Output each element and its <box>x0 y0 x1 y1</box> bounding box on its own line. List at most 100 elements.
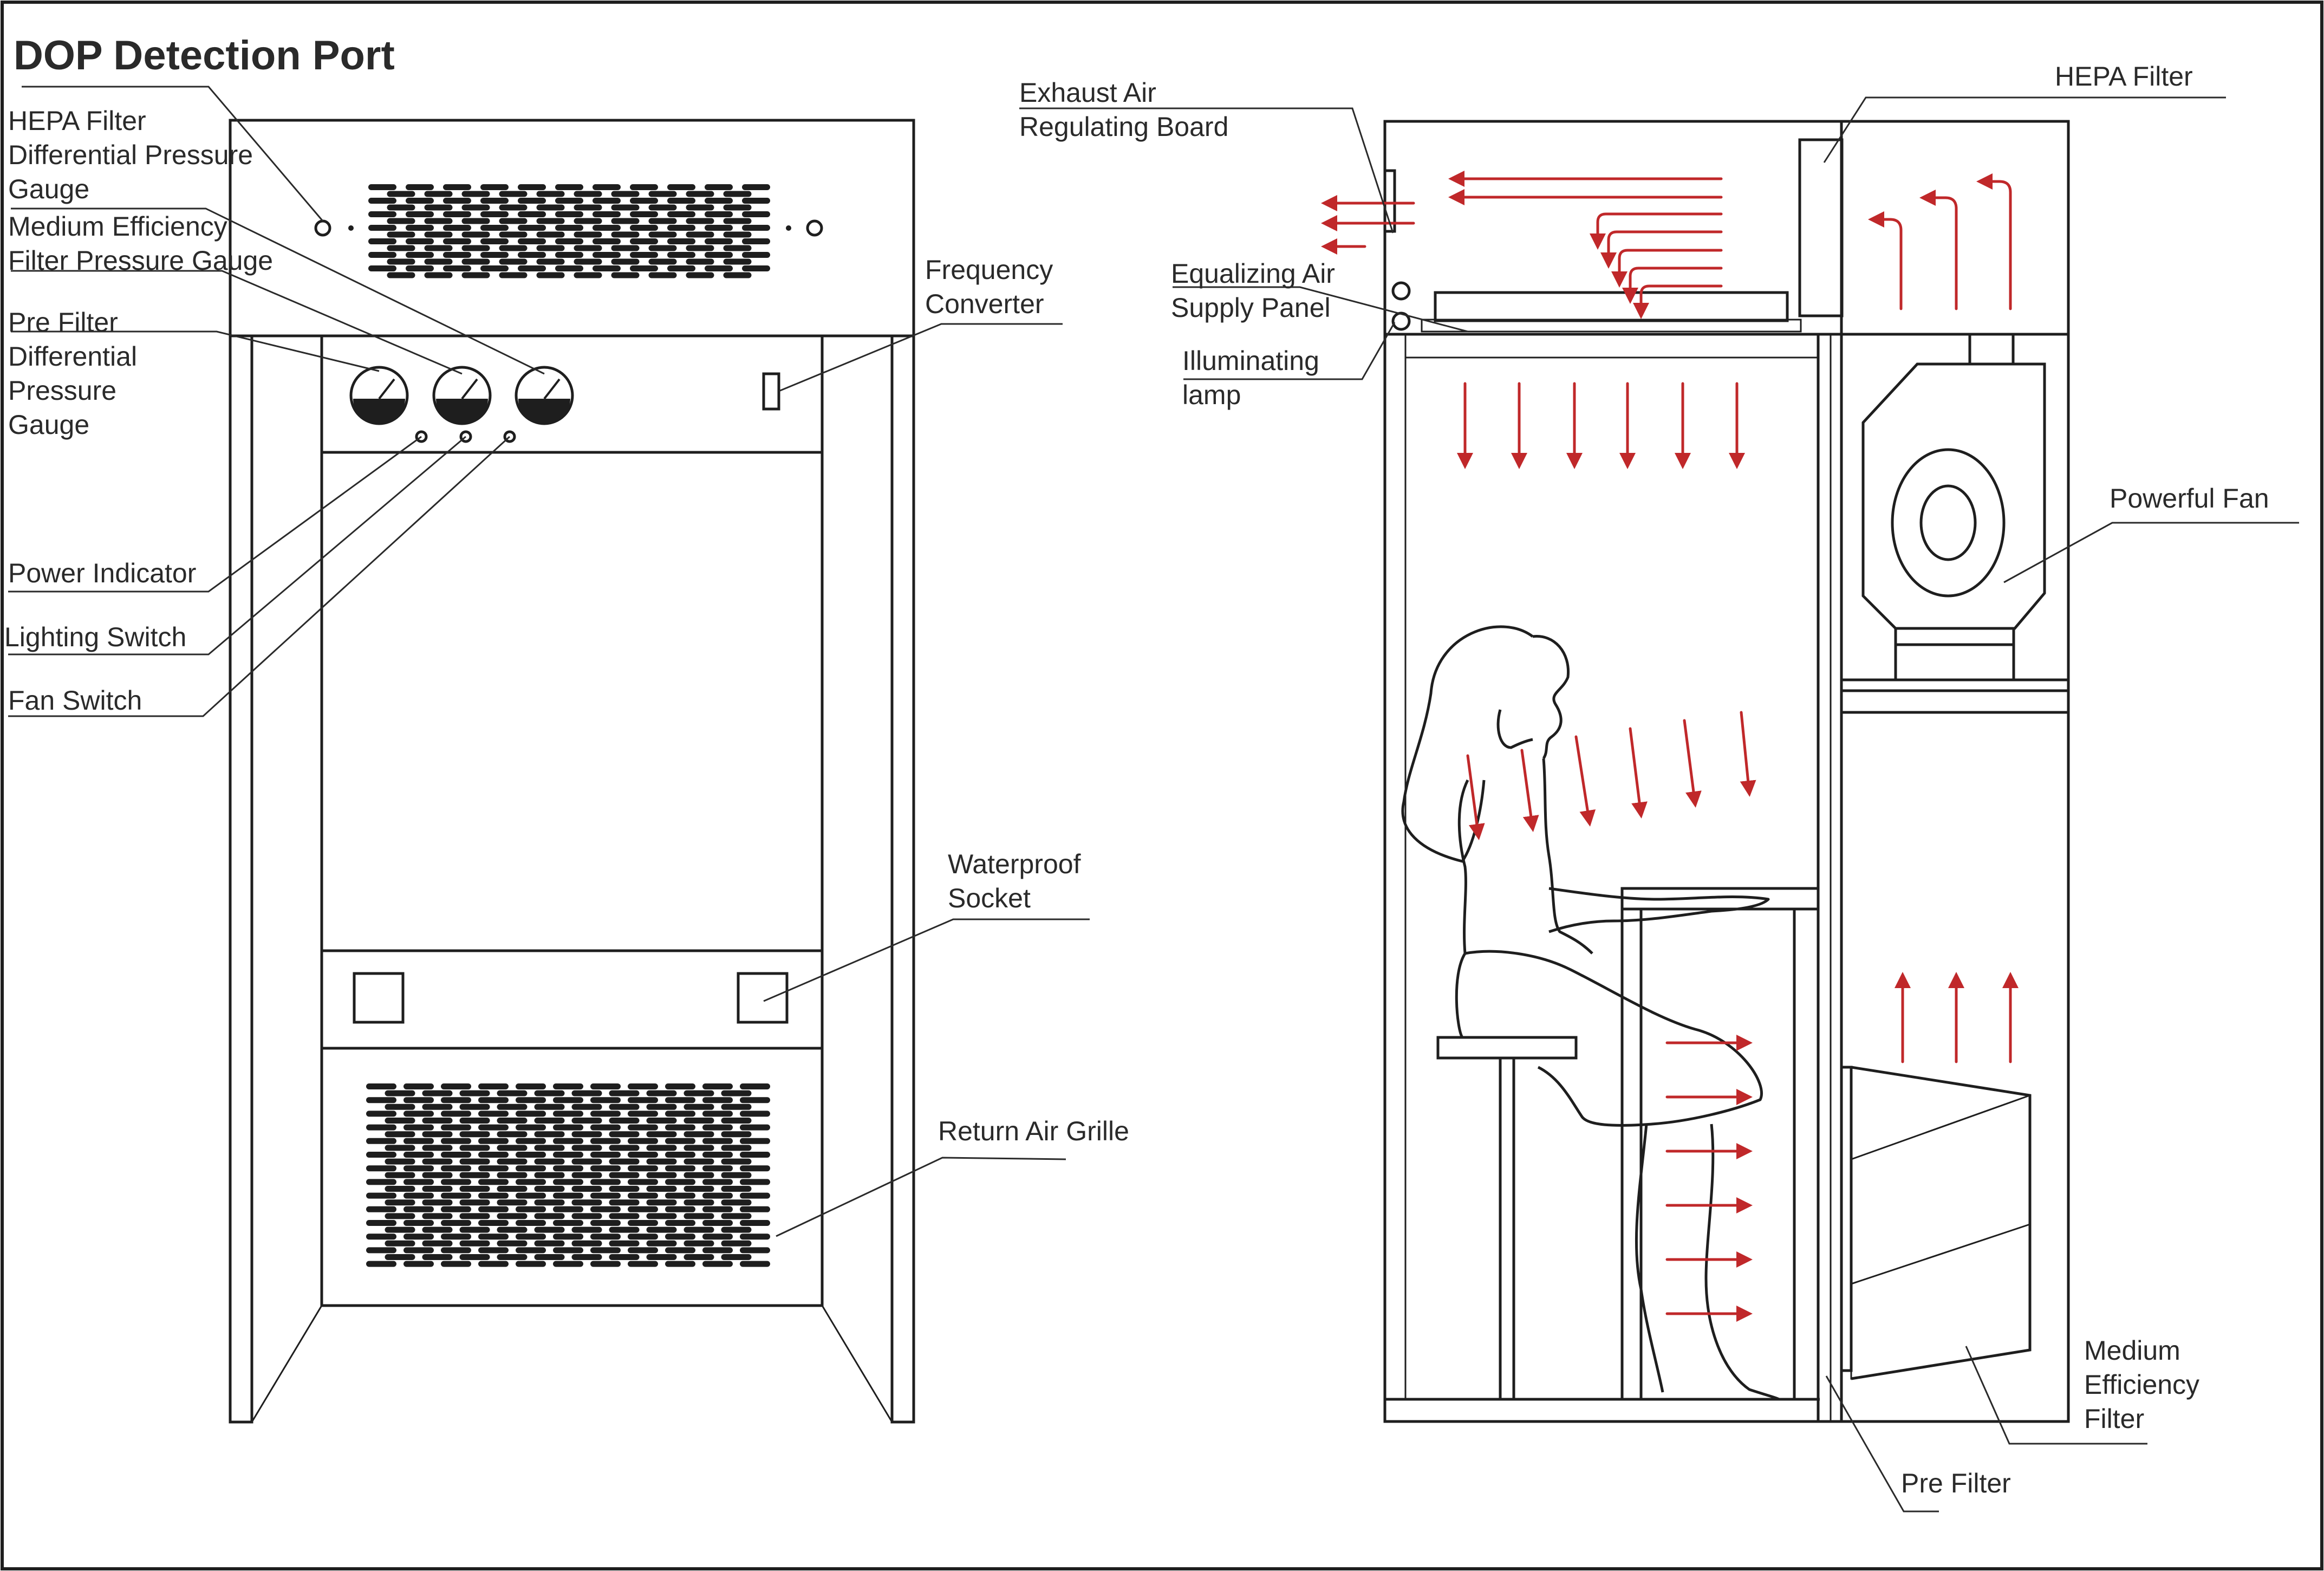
grille-slot <box>385 1131 415 1138</box>
grille-slot <box>683 1131 714 1138</box>
vent-slot <box>742 265 770 271</box>
grille-slot <box>646 1254 677 1260</box>
waterproof-socket[interactable] <box>737 972 789 1024</box>
socket-left[interactable] <box>353 972 405 1024</box>
vent-slot <box>574 231 602 238</box>
vent-slot <box>518 198 546 204</box>
grille-slot <box>665 1111 695 1117</box>
vent-slot <box>387 204 415 211</box>
grille-slot <box>553 1111 583 1117</box>
grille-slot <box>571 1172 602 1178</box>
grille-slot <box>571 1213 602 1219</box>
grille-slot <box>665 1220 695 1226</box>
grille-slot <box>459 1186 490 1192</box>
grille-slot <box>628 1206 658 1212</box>
grille-slot <box>646 1226 677 1233</box>
label-medium-filter: Medium Efficiency Filter <box>2084 1335 2207 1434</box>
vent-slot <box>611 258 640 265</box>
grille-slot <box>497 1172 528 1178</box>
grille-slot <box>403 1111 434 1117</box>
grille-slot <box>459 1090 490 1096</box>
grille-slot <box>628 1165 658 1172</box>
grille-slot <box>516 1083 546 1089</box>
grille-slot <box>590 1111 621 1117</box>
grille-slot <box>478 1138 509 1144</box>
grille-slot <box>478 1124 509 1131</box>
vent-slot <box>443 252 471 258</box>
vent-slot <box>499 258 528 265</box>
fan-switch[interactable] <box>503 430 516 443</box>
illuminating-lamp <box>1391 281 1411 301</box>
grille-slot <box>702 1124 733 1131</box>
grille-slot <box>721 1145 752 1151</box>
vent-slot <box>723 258 752 265</box>
grille-slot <box>721 1226 752 1233</box>
lighting-switch[interactable] <box>459 430 472 443</box>
vent-slot <box>686 204 714 211</box>
grille-slot <box>628 1261 658 1267</box>
grille-slot <box>534 1226 565 1233</box>
vent-slot <box>611 231 640 238</box>
grille-slot <box>516 1138 546 1144</box>
grille-slot <box>366 1179 396 1185</box>
right-post <box>890 336 915 1424</box>
vent-slot <box>406 225 434 231</box>
grille-slot <box>516 1192 546 1199</box>
vent-slot <box>742 211 770 217</box>
grille-slot <box>366 1206 396 1212</box>
vent-slot <box>424 245 453 251</box>
vent-slot <box>742 184 770 190</box>
grille-slot <box>422 1145 453 1151</box>
grille-slot <box>609 1158 640 1165</box>
airflow-arrow <box>1629 727 1648 819</box>
grille-slot <box>609 1240 640 1247</box>
grille-slot <box>571 1240 602 1247</box>
return-air-grille <box>366 1083 770 1267</box>
grille-slot <box>497 1158 528 1165</box>
grille-slot <box>422 1213 453 1219</box>
grille-slot <box>740 1234 770 1240</box>
grille-slot <box>497 1254 528 1260</box>
airflow-arrow <box>1466 754 1485 840</box>
grille-slot <box>721 1186 752 1192</box>
grille-slot <box>665 1206 695 1212</box>
grille-slot <box>609 1186 640 1192</box>
vent-slot <box>648 272 677 278</box>
vent-slot <box>443 184 471 190</box>
grille-slot <box>441 1179 471 1185</box>
vent-slot <box>424 218 453 224</box>
grille-slot <box>478 1165 509 1172</box>
frequency-converter-knob[interactable] <box>762 372 780 411</box>
dop-port-right <box>806 219 823 237</box>
vent-slot <box>667 225 695 231</box>
grille-slot <box>516 1234 546 1240</box>
grille-slot <box>422 1118 453 1124</box>
grille-slot <box>385 1158 415 1165</box>
grille-slot <box>403 1165 434 1172</box>
label-pre-gauge: Pre Filter Differential Pressure Gauge <box>8 307 145 440</box>
grille-slot <box>403 1097 434 1103</box>
vent-slot <box>368 184 396 190</box>
grille-slot <box>366 1124 396 1131</box>
label-pre-filter: Pre Filter <box>1901 1468 2011 1498</box>
grille-slot <box>628 1220 658 1226</box>
grille-slot <box>534 1103 565 1110</box>
grille-slot <box>478 1206 509 1212</box>
vent-slot <box>686 191 714 197</box>
grille-slot <box>516 1206 546 1212</box>
vent-slot <box>499 191 528 197</box>
grille-slot <box>459 1158 490 1165</box>
grille-slot <box>534 1145 565 1151</box>
grille-slot <box>628 1097 658 1103</box>
grille-slot <box>441 1192 471 1199</box>
vent-slot <box>555 211 583 217</box>
grille-slot <box>534 1158 565 1165</box>
grille-slot <box>385 1172 415 1178</box>
grille-slot <box>497 1131 528 1138</box>
title-dop-port: DOP Detection Port <box>14 33 395 79</box>
grille-slot <box>403 1138 434 1144</box>
vent-slot <box>461 191 490 197</box>
grille-slot <box>683 1172 714 1178</box>
grille-slot <box>441 1152 471 1158</box>
vent-slot <box>480 238 509 244</box>
